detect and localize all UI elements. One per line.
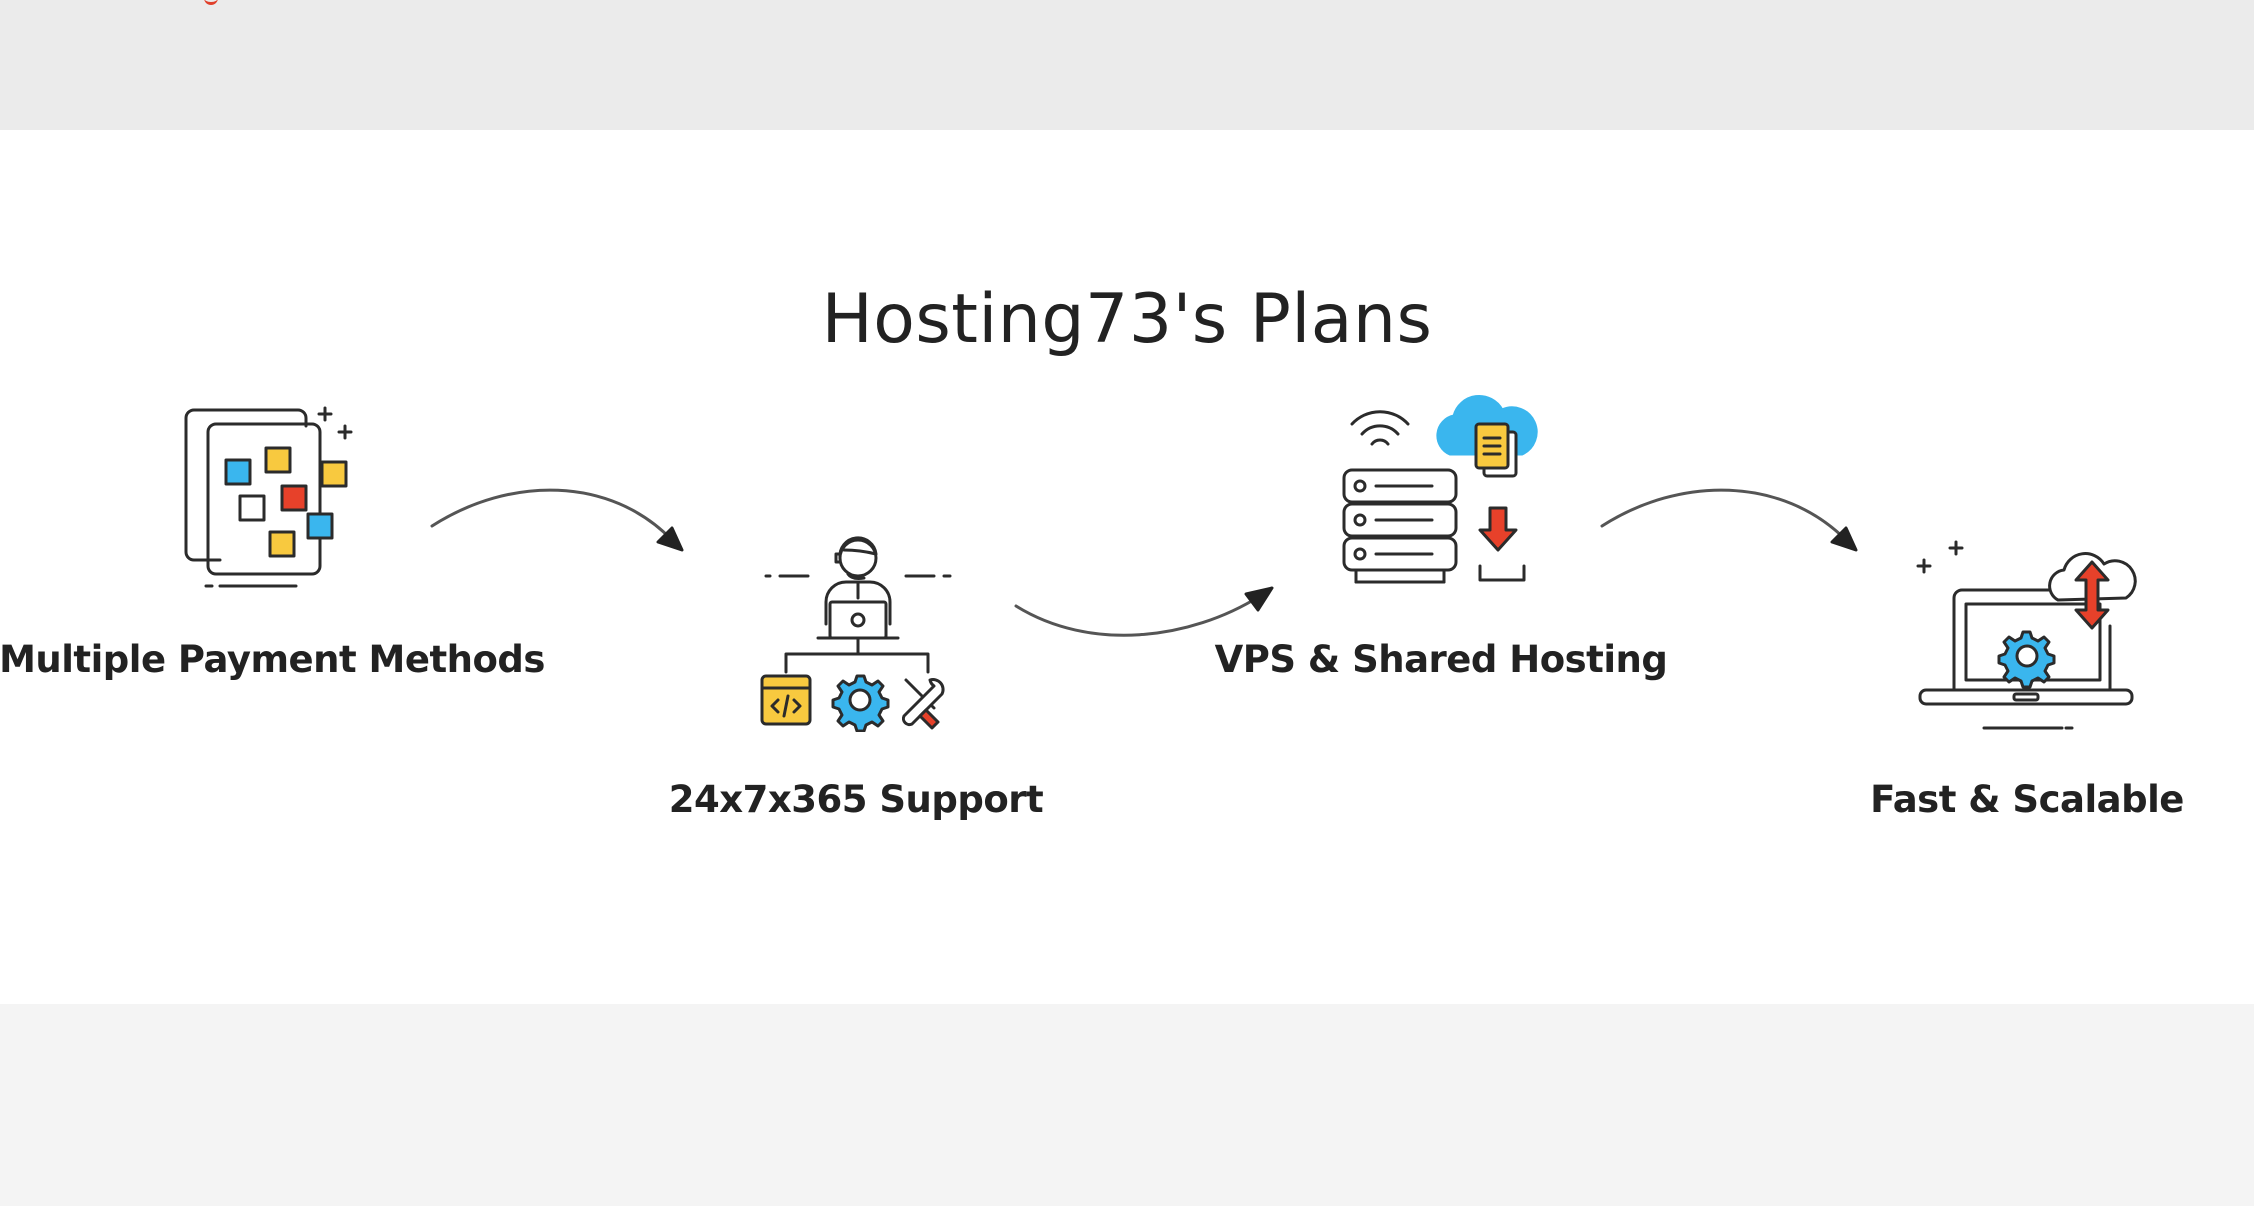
flow-arrow-icon: [1014, 586, 1274, 637]
support-agent-icon: [760, 536, 952, 732]
server-hosting-icon: [1342, 394, 1538, 584]
top-band: [0, 0, 2254, 130]
payment-methods-icon: [184, 406, 353, 588]
feature-label-hosting: VPS & Shared Hosting: [1214, 638, 1668, 681]
feature-label-payment-methods: Multiple Payment Methods: [0, 638, 545, 681]
logo-fragment: [204, 0, 218, 5]
feature-label-support: 24x7x365 Support: [668, 778, 1044, 821]
plans-section: [0, 130, 2254, 1004]
section-title: Hosting73's Plans: [821, 280, 1433, 359]
flow-arrow-icon: [1600, 488, 1858, 552]
bottom-band: [0, 1004, 2254, 1206]
flow-arrow-icon: [430, 488, 684, 552]
feature-label-scalable: Fast & Scalable: [1870, 778, 2184, 821]
laptop-cloud-icon: [1916, 540, 2137, 730]
